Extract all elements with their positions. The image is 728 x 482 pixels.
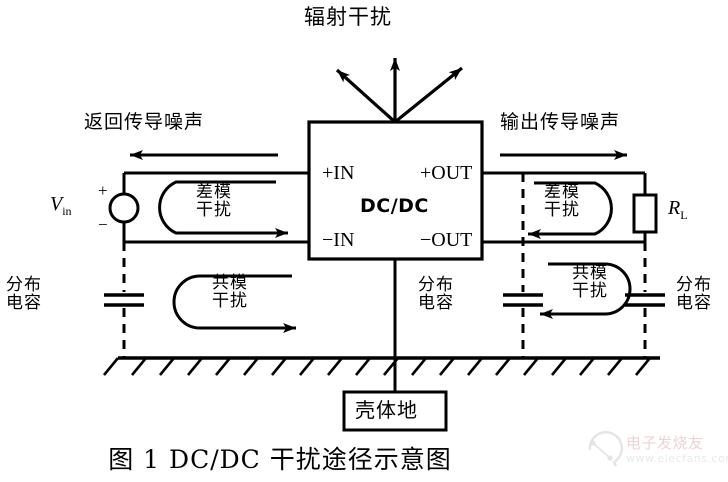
common-mode-input-loop [172,274,296,333]
diff-mode-input-loop [158,180,288,238]
dcdc-block-label: DC/DC [360,195,429,217]
common-mode-output-label: 共模 干扰 [572,263,608,302]
distributed-cap-left-label: 分布 电容 [6,275,42,314]
source-subscript: in [62,204,72,218]
diff-mode-input-label: 差模 干扰 [196,182,232,221]
load-subscript: L [680,208,688,222]
output-wiring [482,171,647,244]
diff-mode-output-loop [528,181,613,239]
output-conducted-noise-label: 输出传导噪声 [500,111,621,133]
common-mode-input-path [172,274,292,330]
diff-mode-output-path [534,181,613,236]
diff-mode-output-label: 差模 干扰 [544,182,580,221]
chassis-ground-plane [102,356,660,376]
return-conducted-noise-label: 返回传导噪声 [84,111,205,133]
load-symbol: R [668,197,681,219]
source-label: Vin [50,193,72,218]
port-plus-in-label: +IN [322,162,355,184]
port-minus-in-label: −IN [322,229,355,251]
chassis-ground-label: 壳体地 [355,398,418,422]
distributed-cap-center-label: 分布 电容 [418,275,454,314]
input-wiring [122,171,309,244]
distributed-cap-left-symbol [104,242,144,358]
chassis-ground-box [342,358,448,432]
diff-mode-input-path [158,180,276,235]
distributed-cap-center-symbol [503,173,543,358]
source-symbol: V [50,193,63,215]
port-minus-out-label: −OUT [420,229,473,251]
voltage-source-symbol [108,192,140,224]
load-resistor-label: RL [668,197,688,222]
port-plus-out-label: +OUT [420,162,473,184]
figure-caption: 图 1 DC/DC 干扰途径示意图 [108,445,452,474]
source-minus-sign: − [98,215,108,234]
common-mode-output-path [548,262,632,316]
source-plus-sign: + [98,181,108,200]
distributed-cap-right-symbol [625,242,665,358]
radiated-noise-arrows [335,58,464,124]
radiated-noise-label: 辐射干扰 [304,5,392,29]
radiated-arrow-left [335,68,397,124]
distributed-cap-right-label: 分布 电容 [676,275,712,314]
common-mode-input-label: 共模 干扰 [212,273,248,312]
radiated-arrow-right [393,66,464,124]
common-mode-output-loop [540,262,632,319]
dcdc-block [307,120,484,261]
load-resistor-symbol [632,193,658,234]
